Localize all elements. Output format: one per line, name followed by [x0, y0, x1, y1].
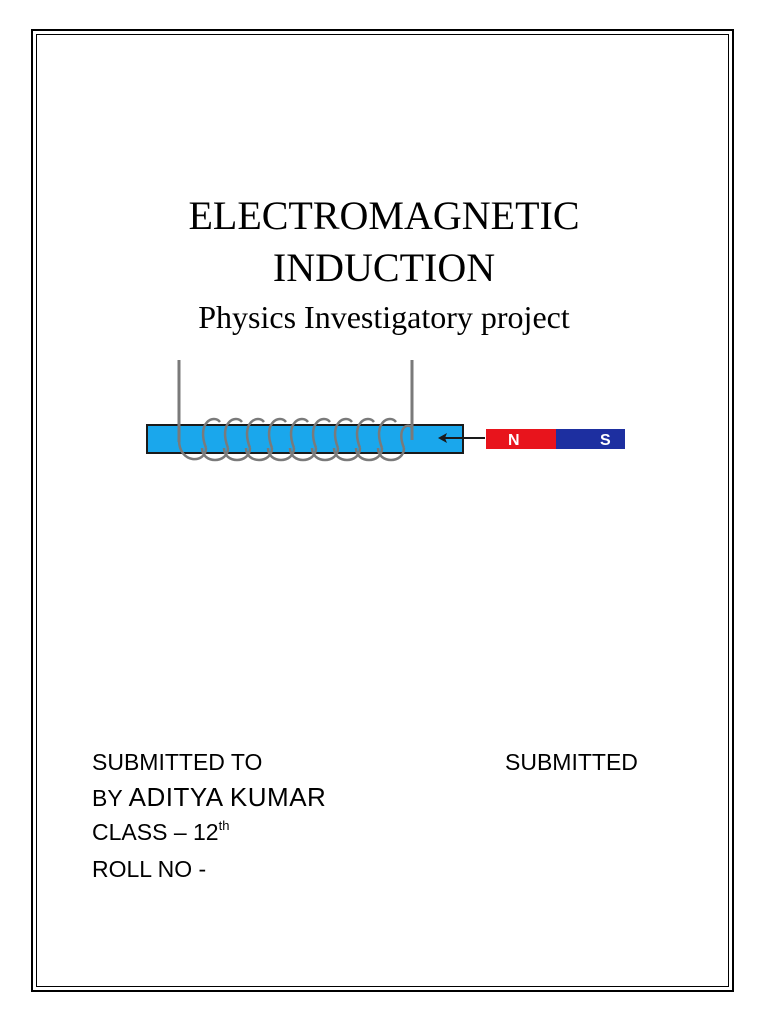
submitted-label: SUBMITTED	[505, 749, 638, 775]
class-prefix: CLASS – 12	[92, 819, 219, 845]
roll-no-line: ROLL NO -	[92, 856, 207, 882]
page-border-inner	[36, 34, 729, 987]
magnet-north	[486, 429, 556, 449]
submitted-to-label: SUBMITTED TO	[92, 749, 263, 775]
magnet-north-label: N	[508, 432, 520, 449]
by-prefix: BY	[92, 785, 129, 811]
submitted-by-line: BY ADITYA KUMAR	[92, 782, 326, 813]
page-border-outer	[31, 29, 734, 992]
solenoid-core	[146, 424, 464, 454]
magnet-south	[556, 429, 625, 449]
coil-loops	[177, 417, 414, 462]
arrow-head-icon	[438, 433, 447, 443]
class-line: CLASS – 12th	[92, 818, 229, 846]
induction-diagram: N S	[146, 360, 625, 462]
title-line-1: ELECTROMAGNETIC	[188, 193, 580, 238]
subtitle: Physics Investigatory project	[198, 299, 570, 335]
title-line-2: INDUCTION	[272, 245, 496, 290]
student-name: ADITYA KUMAR	[128, 782, 327, 812]
class-suffix: th	[218, 818, 230, 833]
magnet-south-label: S	[600, 432, 611, 449]
